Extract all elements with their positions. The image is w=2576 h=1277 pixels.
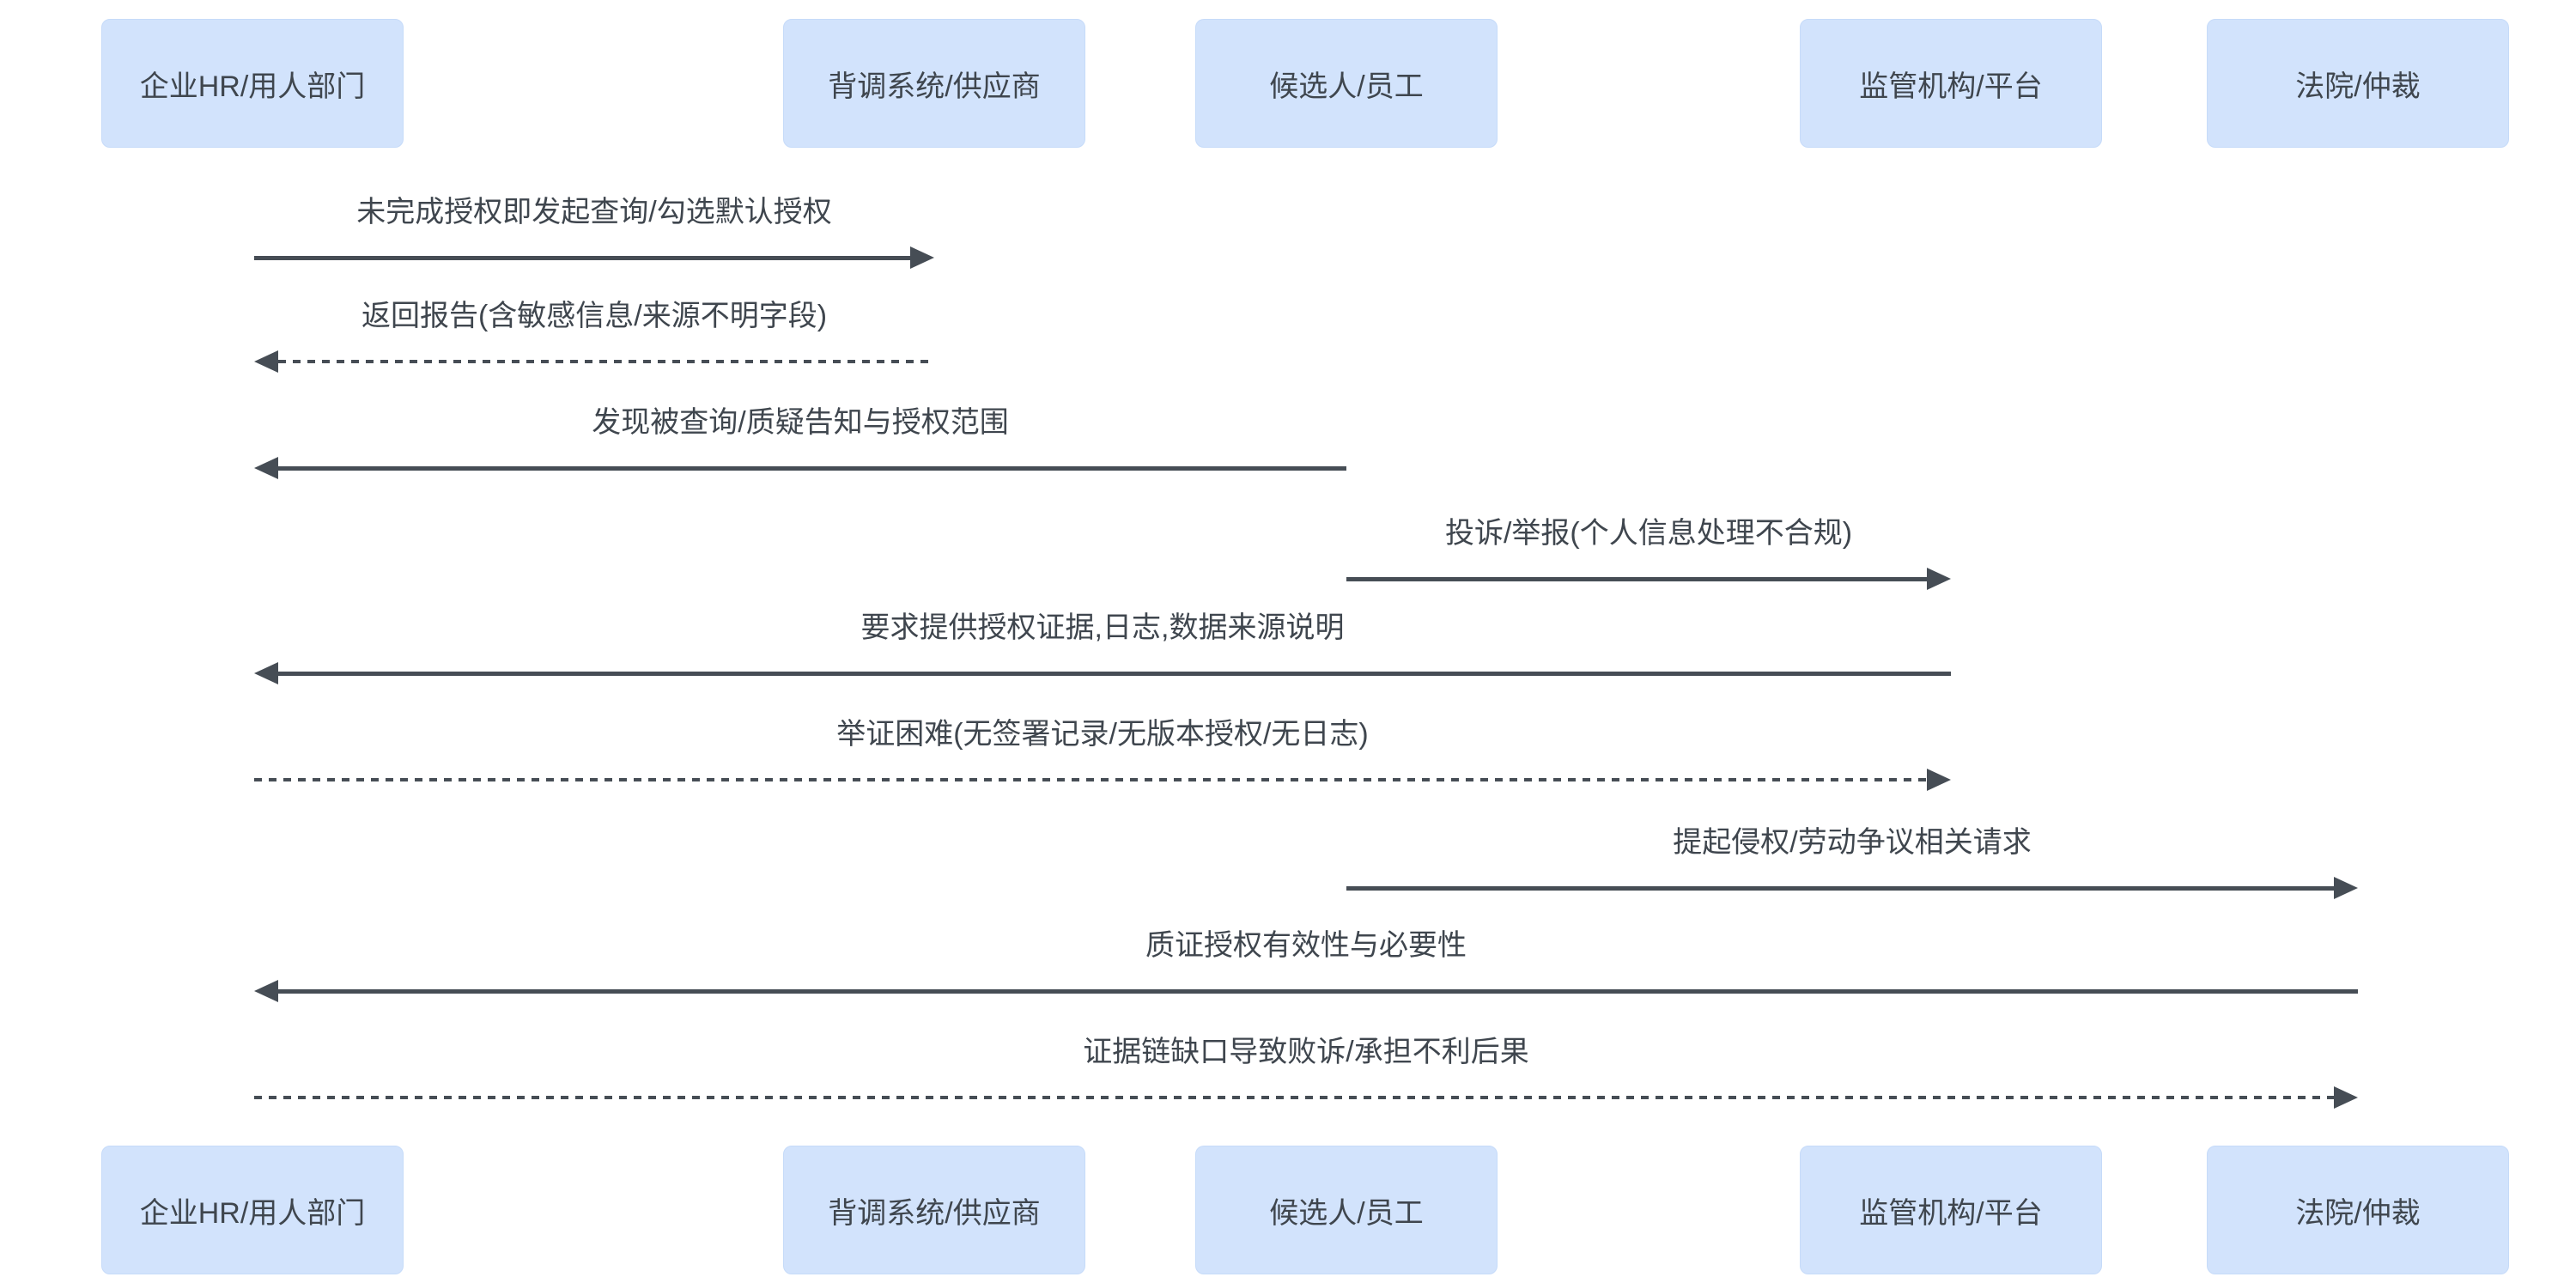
arrow-line [254,1096,2334,1099]
message-label: 要求提供授权证据,日志,数据来源说明 [860,611,1345,644]
message-label: 质证授权有效性与必要性 [1145,929,1467,962]
message-label: 举证困难(无签署记录/无版本授权/无日志) [836,718,1369,751]
arrow-line [278,360,934,363]
actor-label: 法院/仲裁 [2295,1196,2421,1230]
actor-label: 企业HR/用人部门 [139,1196,366,1230]
message-label: 投诉/举报(个人信息处理不合规) [1444,517,1853,550]
arrow-line [254,256,910,260]
arrowhead-right-icon [2334,877,2358,899]
actor-label: 监管机构/平台 [1859,70,2043,103]
arrowhead-right-icon [910,246,934,269]
actor-top-hr: 企业HR/用人部门 [101,19,404,148]
message-label: 提起侵权/劳动争议相关请求 [1673,826,2032,859]
actor-bottom-hr: 企业HR/用人部门 [101,1146,404,1274]
message-label: 证据链缺口导致败诉/承担不利后果 [1083,1036,1529,1068]
message-label: 返回报告(含敏感信息/来源不明字段) [361,300,828,332]
arrow-line [1346,577,1927,581]
actor-label: 法院/仲裁 [2295,70,2421,103]
actor-top-candidate: 候选人/员工 [1195,19,1498,148]
arrowhead-right-icon [2334,1086,2358,1109]
arrow-line [278,672,1951,676]
actor-label: 背调系统/供应商 [828,70,1041,103]
arrow-line [254,778,1927,781]
arrowhead-right-icon [1927,769,1951,791]
actor-label: 企业HR/用人部门 [139,70,366,103]
arrow-line [1346,886,2334,891]
arrowhead-left-icon [254,457,278,479]
actor-top-court: 法院/仲裁 [2207,19,2509,148]
message-label: 未完成授权即发起查询/勾选默认授权 [356,196,832,228]
actor-label: 候选人/员工 [1269,70,1424,103]
arrowhead-left-icon [254,350,278,373]
actor-bottom-candidate: 候选人/员工 [1195,1146,1498,1274]
actor-label: 背调系统/供应商 [828,1196,1041,1230]
actor-top-regulator: 监管机构/平台 [1800,19,2102,148]
message-label: 发现被查询/质疑告知与授权范围 [592,406,1009,439]
arrowhead-right-icon [1927,568,1951,590]
actor-top-vendor: 背调系统/供应商 [783,19,1085,148]
actor-bottom-court: 法院/仲裁 [2207,1146,2509,1274]
arrow-line [278,466,1346,471]
actor-label: 监管机构/平台 [1859,1196,2043,1230]
arrowhead-left-icon [254,980,278,1002]
arrowhead-left-icon [254,662,278,684]
actor-label: 候选人/员工 [1269,1196,1424,1230]
actor-bottom-regulator: 监管机构/平台 [1800,1146,2102,1274]
actor-bottom-vendor: 背调系统/供应商 [783,1146,1085,1274]
arrow-line [278,989,2358,994]
